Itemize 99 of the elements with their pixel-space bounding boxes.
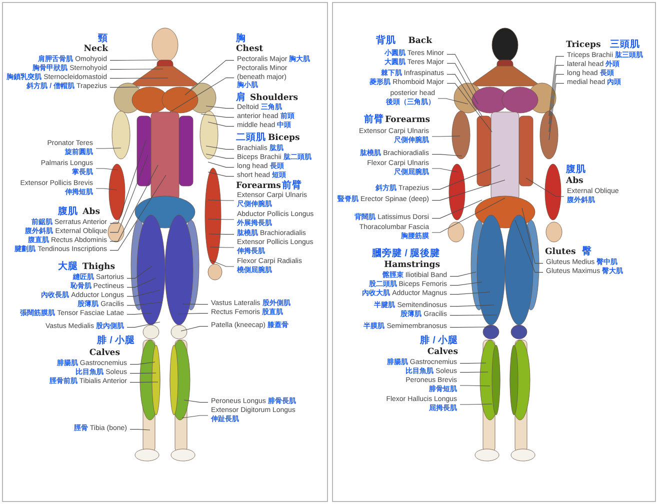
group-heading: 前臂 bbox=[282, 181, 302, 191]
leader-line bbox=[96, 168, 118, 170]
leader-line bbox=[432, 198, 506, 233]
leader-line bbox=[446, 54, 476, 92]
leader-line bbox=[130, 382, 158, 383]
leader-line bbox=[208, 234, 234, 235]
leader-line bbox=[130, 372, 156, 374]
leader-line bbox=[110, 140, 146, 224]
group-heading: Forearms bbox=[385, 115, 430, 125]
leader-line bbox=[446, 83, 492, 132]
leader-line bbox=[526, 178, 564, 197]
leader-line bbox=[548, 56, 564, 116]
leader-line bbox=[460, 372, 488, 373]
leader-line bbox=[432, 136, 460, 137]
group-heading: Abs bbox=[566, 176, 584, 186]
group-heading: Thighs bbox=[82, 262, 115, 272]
leader-line bbox=[210, 260, 234, 267]
group-heading: Triceps bbox=[566, 40, 601, 50]
group-heading: 腹肌 bbox=[566, 165, 586, 175]
leader-line bbox=[548, 83, 564, 140]
group-heading: Neck bbox=[84, 44, 108, 54]
group-heading: 背肌 bbox=[376, 36, 396, 46]
leader-line bbox=[110, 154, 148, 233]
group-heading: 大腿 bbox=[58, 262, 78, 272]
leader-line bbox=[522, 208, 544, 264]
leader-line bbox=[432, 154, 462, 156]
leader-line bbox=[110, 68, 164, 70]
leader-line bbox=[206, 106, 234, 109]
group-heading: 頸 bbox=[98, 34, 108, 44]
leader-line bbox=[438, 98, 468, 104]
leader-line bbox=[206, 146, 234, 150]
leader-line bbox=[208, 172, 234, 177]
leader-line bbox=[200, 114, 234, 118]
leader-line bbox=[208, 200, 234, 201]
leader-line bbox=[432, 180, 506, 201]
leader-line bbox=[110, 78, 168, 79]
group-heading: 腹肌 bbox=[58, 207, 78, 217]
leader-line bbox=[110, 164, 158, 242]
group-heading: 三頭肌 bbox=[610, 40, 640, 50]
group-heading: 肩 bbox=[236, 93, 246, 103]
group-heading: Biceps bbox=[268, 133, 300, 143]
leader-line bbox=[182, 304, 208, 305]
group-heading: Back bbox=[408, 36, 432, 46]
leader-line bbox=[446, 74, 482, 116]
leader-line bbox=[126, 266, 152, 279]
leader-line bbox=[182, 415, 208, 418]
leader-line bbox=[450, 326, 492, 328]
leader-line bbox=[460, 404, 492, 405]
leader-line bbox=[110, 86, 140, 88]
leader-line bbox=[210, 246, 234, 248]
leader-line bbox=[432, 200, 482, 219]
leader-line bbox=[432, 168, 458, 172]
leader-line bbox=[178, 313, 208, 314]
leader-line bbox=[208, 122, 234, 127]
leader-line bbox=[208, 162, 234, 168]
leader-line bbox=[206, 154, 234, 159]
leader-line bbox=[110, 60, 158, 61]
leader-line bbox=[460, 362, 486, 364]
group-heading: Chest bbox=[236, 44, 264, 54]
leader-line bbox=[126, 290, 160, 297]
group-heading: Shoulders bbox=[250, 93, 298, 103]
leader-line bbox=[96, 188, 118, 190]
leader-line bbox=[110, 174, 166, 251]
group-heading: 臀 bbox=[582, 247, 592, 257]
leader-line bbox=[208, 218, 234, 220]
group-heading: Calves bbox=[427, 347, 458, 357]
leader-line bbox=[450, 282, 482, 286]
group-heading: 前臂 bbox=[364, 115, 384, 125]
group-heading: 腓 / 小腿 bbox=[97, 336, 135, 346]
leader-line bbox=[548, 65, 564, 124]
leader-line bbox=[180, 326, 208, 332]
leader-line bbox=[184, 60, 234, 96]
leader-line bbox=[184, 400, 208, 403]
leader-line bbox=[446, 63, 478, 104]
leader-line bbox=[450, 292, 490, 295]
leader-line bbox=[126, 278, 156, 288]
group-heading: 膕旁腱 / 腿後腱 bbox=[372, 249, 440, 259]
leader-line bbox=[170, 78, 234, 112]
leader-line bbox=[514, 220, 544, 273]
leader-line bbox=[450, 304, 494, 307]
group-heading: 胸 bbox=[236, 34, 246, 44]
group-heading: Calves bbox=[89, 348, 120, 358]
leader-line bbox=[450, 272, 476, 277]
leader-line bbox=[130, 362, 156, 365]
group-heading: Hamstrings bbox=[384, 260, 440, 270]
group-heading: 腓 / 小腿 bbox=[420, 336, 458, 346]
leader-line bbox=[432, 164, 500, 190]
leader-line bbox=[96, 148, 122, 149]
leader-line bbox=[460, 385, 490, 386]
leader-line bbox=[548, 74, 564, 132]
group-heading: 二頭肌 bbox=[236, 133, 266, 143]
leader-line bbox=[126, 302, 162, 306]
group-heading: Glutes bbox=[545, 247, 576, 257]
leader-line bbox=[126, 312, 152, 315]
group-heading: Abs bbox=[82, 207, 100, 217]
leader-line bbox=[126, 322, 160, 328]
leader-line bbox=[450, 314, 498, 316]
leader-line bbox=[130, 429, 150, 430]
group-heading: Forearms bbox=[236, 181, 281, 191]
